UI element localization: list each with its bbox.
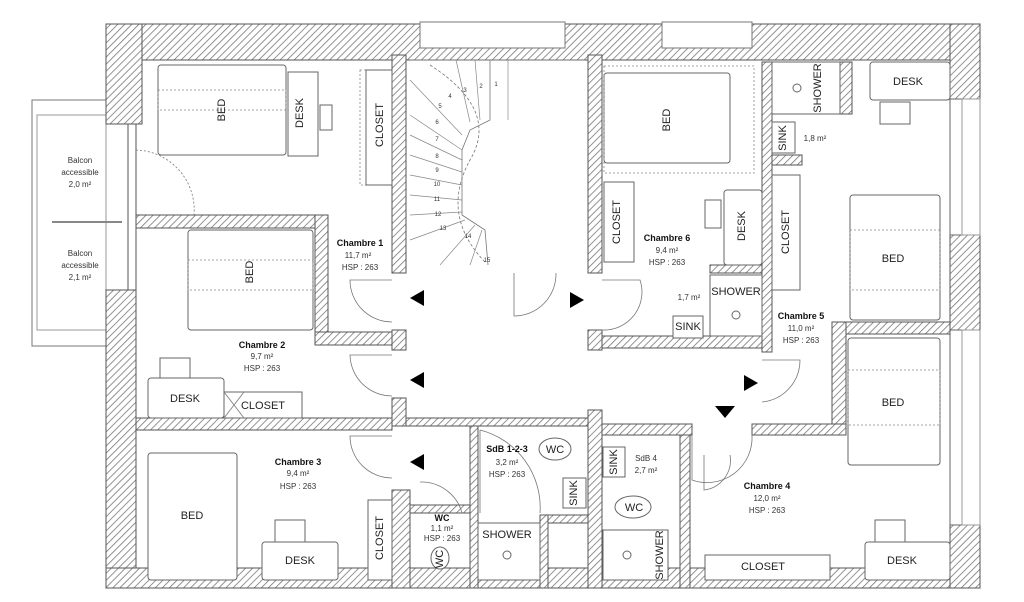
room-hsp: HSP : 263	[649, 258, 686, 267]
room-area: 9,4 m²	[287, 469, 310, 478]
desk-label: DESK	[893, 76, 924, 88]
shower-label: SHOWER	[654, 530, 666, 580]
room-area: 1,1 m²	[431, 524, 454, 533]
bed-label: BED	[882, 397, 905, 409]
arrow-right-icon	[744, 375, 758, 391]
stair-step-number: 2	[479, 84, 483, 90]
room-area: 12,0 m²	[753, 494, 780, 503]
bed-label: BED	[216, 99, 228, 122]
room-name: Chambre 5	[778, 311, 825, 321]
room-labels: Balcon accessible 2,0 m² Balcon accessib…	[61, 134, 826, 543]
room-hsp: HSP : 263	[424, 534, 461, 543]
room-hsp: HSP : 263	[749, 506, 786, 515]
room-area: 1,7 m²	[678, 293, 701, 302]
balcony-name: Balcon	[68, 156, 92, 165]
arrow-right-icon	[570, 292, 584, 308]
room-area: 3,2 m²	[496, 458, 519, 467]
room-hsp: HSP : 263	[489, 470, 526, 479]
desk-label: DESK	[170, 393, 201, 405]
stair-step-number: 8	[435, 154, 439, 160]
shower-label: SHOWER	[711, 286, 761, 298]
closet-label: CLOSET	[780, 210, 792, 254]
wc-label: WC	[434, 550, 446, 568]
stair-step-number: 6	[435, 120, 439, 126]
stair-step-number: 15	[484, 258, 491, 264]
balcony-area: 2,1 m²	[69, 273, 92, 282]
desk-label: DESK	[285, 555, 316, 567]
stair-step-number: 13	[440, 226, 447, 232]
balcony-sub: accessible	[61, 168, 99, 177]
desk-label: DESK	[887, 555, 918, 567]
circulation-arrows	[410, 290, 758, 470]
sink-label: SINK	[675, 321, 701, 333]
sink-label: SINK	[568, 480, 580, 506]
bed-label: BED	[181, 510, 204, 522]
balcony-name: Balcon	[68, 249, 92, 258]
stair-step-number: 5	[438, 104, 442, 110]
balcony-area: 2,0 m²	[69, 180, 92, 189]
room-name: Chambre 6	[644, 233, 691, 243]
room-hsp: HSP : 263	[280, 482, 317, 491]
interior-walls	[135, 54, 951, 589]
closet-label: CLOSET	[374, 103, 386, 147]
room-hsp: HSP : 263	[244, 364, 281, 373]
room-area: 9,7 m²	[251, 352, 274, 361]
bed-label: BED	[661, 109, 673, 132]
closet-label: CLOSET	[611, 200, 623, 244]
arrow-left-icon	[410, 372, 424, 388]
bed-label: BED	[244, 261, 256, 284]
room-area: 11,0 m²	[788, 324, 815, 333]
balcony	[31, 99, 122, 347]
stair-step-number: 7	[435, 137, 439, 143]
desk-label: DESK	[736, 210, 748, 241]
room-name: Chambre 3	[275, 457, 322, 467]
stair-step-number: 9	[435, 168, 439, 174]
closet-label: CLOSET	[374, 516, 386, 560]
balcony-sub: accessible	[61, 261, 99, 270]
room-area: 1,8 m²	[804, 134, 827, 143]
stair-step-number: 12	[435, 212, 442, 218]
staircase[interactable]: 1 2 3 4 5 6 7 8 9 10 11 12 13 14 15	[409, 59, 585, 266]
stair-step-number: 4	[448, 94, 452, 100]
furniture-labels: BED DESK CLOSET BED DESK CLOSET BED DESK…	[170, 63, 924, 580]
shower-label: SHOWER	[482, 529, 532, 541]
room-area: 9,4 m²	[656, 246, 679, 255]
room-name: SdB 4	[635, 454, 657, 463]
room-area: 2,7 m²	[635, 466, 658, 475]
stair-step-number: 3	[463, 88, 467, 94]
room-name: WC	[435, 513, 450, 523]
stair-step-number: 10	[434, 182, 441, 188]
arrow-down-icon	[715, 406, 735, 418]
stair-step-number: 14	[465, 234, 472, 240]
arrow-left-icon	[410, 290, 424, 306]
desk-label: DESK	[294, 97, 306, 128]
furniture	[147, 61, 951, 581]
windows	[127, 21, 981, 526]
room-name: SdB 1-2-3	[486, 444, 528, 454]
arrow-left-icon	[410, 454, 424, 470]
room-name: Chambre 1	[337, 238, 384, 248]
room-name: Chambre 2	[239, 340, 286, 350]
stair-step-number: 1	[494, 82, 498, 88]
room-area: 11,7 m²	[345, 251, 372, 260]
doors[interactable]	[135, 149, 801, 514]
room-hsp: HSP : 263	[342, 263, 379, 272]
bed-label: BED	[882, 253, 905, 265]
room-hsp: HSP : 263	[783, 336, 820, 345]
sink-label: SINK	[777, 125, 789, 151]
stair-step-number: 11	[434, 197, 441, 203]
sink-label: SINK	[608, 449, 620, 475]
wc-label: WC	[546, 444, 564, 456]
shower-label: SHOWER	[812, 63, 824, 113]
room-name: Chambre 4	[744, 481, 791, 491]
wc-label: WC	[625, 502, 643, 514]
closet-label: CLOSET	[241, 400, 285, 412]
closet-label: CLOSET	[741, 561, 785, 573]
